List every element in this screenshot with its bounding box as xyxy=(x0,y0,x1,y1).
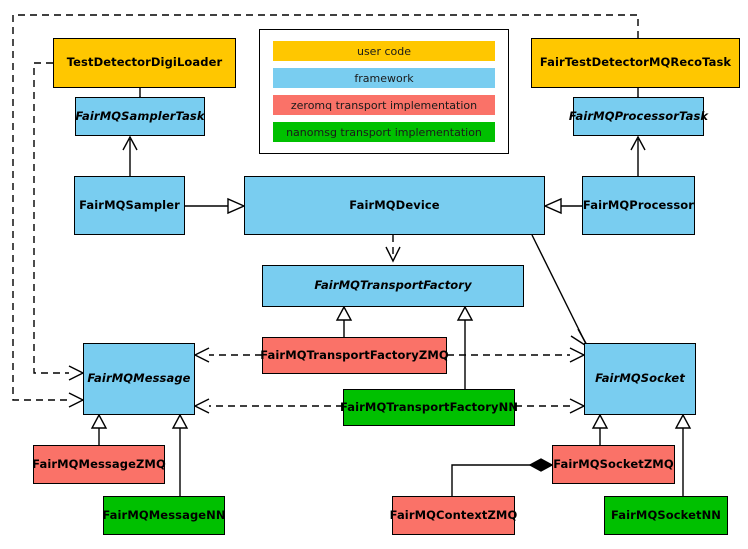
edge-tfnn-inherits-tf xyxy=(456,305,474,389)
node-label: FairMQTransportFactoryNN xyxy=(339,399,519,414)
node-fairmq-transport-factory-zmq[interactable]: FairMQTransportFactoryZMQ xyxy=(260,337,449,374)
node-fairmq-transport-factory[interactable]: FairMQTransportFactory xyxy=(262,265,524,307)
node-fairmq-transport-factory-nn[interactable]: FairMQTransportFactoryNN xyxy=(339,389,519,426)
node-label: FairMQTransportFactoryZMQ xyxy=(260,347,449,362)
node-label: FairMQProcessor xyxy=(582,197,695,212)
legend-item-nanomsg: nanomsg transport implementation xyxy=(273,122,495,142)
node-test-detector-digi-loader[interactable]: TestDetectorDigiLoader xyxy=(53,38,236,88)
edge-messagenn-inherits-message xyxy=(171,413,189,496)
node-label: FairMQContextZMQ xyxy=(389,507,518,522)
node-fairmq-message[interactable]: FairMQMessage xyxy=(83,343,195,415)
edge-messagezmq-inherits-message xyxy=(90,413,108,445)
edge-tfnn-creates-socket xyxy=(515,398,586,414)
edge-tfzmq-inherits-tf xyxy=(335,305,353,337)
node-fairmq-socket-nn[interactable]: FairMQSocketNN xyxy=(604,496,728,535)
node-label: FairTestDetectorMQRecoTask xyxy=(539,55,732,70)
edge-tfzmq-creates-socket xyxy=(447,347,586,363)
node-fairmq-sampler-task[interactable]: FairMQSamplerTask xyxy=(75,97,205,136)
legend-item-framework: framework xyxy=(273,68,495,88)
node-label: FairMQProcessorTask xyxy=(568,108,709,123)
node-fairmq-processor-task[interactable]: FairMQProcessorTask xyxy=(569,97,708,136)
node-fairmq-device[interactable]: FairMQDevice xyxy=(244,176,545,235)
node-fairmq-sampler[interactable]: FairMQSampler xyxy=(74,176,185,235)
edge-processor-to-processortask xyxy=(630,135,646,176)
edge-tfzmq-creates-message xyxy=(193,347,262,363)
node-label: FairMQSocketNN xyxy=(610,507,722,522)
legend: user code framework zeromq transport imp… xyxy=(259,29,509,154)
node-label: FairMQSocketZMQ xyxy=(553,456,674,471)
node-label: FairMQDevice xyxy=(349,197,440,212)
edge-device-uses-socket xyxy=(531,234,589,348)
edge-processor-inherits-device xyxy=(543,197,582,215)
legend-item-user-code: user code xyxy=(273,41,495,61)
legend-label: zeromq transport implementation xyxy=(290,98,478,112)
edge-sampler-to-samplertask xyxy=(122,135,138,176)
node-label: FairMQMessageNN xyxy=(102,507,226,522)
node-fairmq-message-nn[interactable]: FairMQMessageNN xyxy=(102,496,226,535)
legend-label: nanomsg transport implementation xyxy=(286,125,482,139)
legend-label: user code xyxy=(356,44,412,58)
node-label: FairMQSamplerTask xyxy=(75,108,205,123)
node-fairmq-context-zmq[interactable]: FairMQContextZMQ xyxy=(389,496,518,535)
legend-label: framework xyxy=(354,71,414,85)
node-fairmq-socket[interactable]: FairMQSocket xyxy=(584,343,696,415)
node-fairmq-socket-zmq[interactable]: FairMQSocketZMQ xyxy=(552,445,675,484)
node-label: TestDetectorDigiLoader xyxy=(66,55,223,70)
edge-socketnn-inherits-socket xyxy=(674,413,692,496)
node-label: FairMQMessage xyxy=(87,371,191,386)
node-fairmq-message-zmq[interactable]: FairMQMessageZMQ xyxy=(32,445,166,484)
node-fairtest-detector-mq-reco-task[interactable]: FairTestDetectorMQRecoTask xyxy=(531,38,740,88)
edge-socketzmq-inherits-socket xyxy=(591,413,609,445)
edge-socketzmq-composes-contextzmq xyxy=(451,458,554,496)
node-fairmq-processor[interactable]: FairMQProcessor xyxy=(582,176,695,235)
legend-item-zeromq: zeromq transport implementation xyxy=(273,95,495,115)
node-label: FairMQTransportFactory xyxy=(314,278,472,293)
edge-tfnn-creates-message xyxy=(193,398,343,414)
edge-device-uses-transportfactory xyxy=(385,235,401,263)
edge-sampler-inherits-device xyxy=(185,197,246,215)
node-label: FairMQSampler xyxy=(79,197,180,212)
node-label: FairMQMessageZMQ xyxy=(32,456,166,471)
node-label: FairMQSocket xyxy=(595,371,685,386)
